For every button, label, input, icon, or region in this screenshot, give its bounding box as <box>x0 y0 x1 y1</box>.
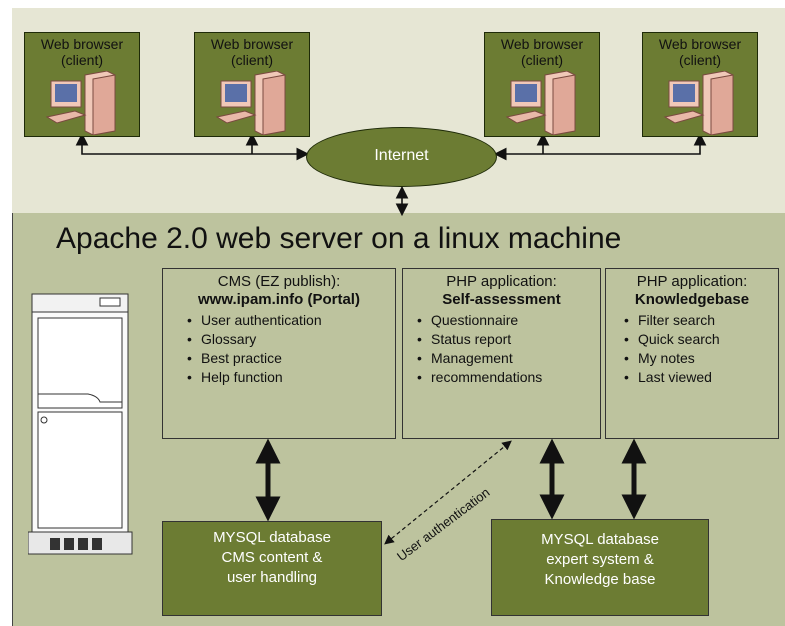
client-box-1: Web browser (client) <box>24 32 140 137</box>
server-tower-icon <box>28 293 133 555</box>
app-name: Knowledgebase <box>634 291 750 308</box>
db-line: MYSQL database <box>541 531 659 548</box>
client-label: Web browser <box>210 36 294 52</box>
internet-cloud: Internet <box>306 127 497 187</box>
app-name: Self-assessment <box>442 291 561 308</box>
client-sub: (client) <box>60 52 103 68</box>
client3-link <box>493 132 707 161</box>
cms-app-box: CMS (EZ publish): www.ipam.info (Portal)… <box>162 268 396 439</box>
feature-list: Filter search Quick search My notes Last… <box>624 311 720 387</box>
client-box-2: Web browser (client) <box>194 32 310 137</box>
list-item: Filter search <box>624 311 720 330</box>
list-item: Management <box>417 349 542 368</box>
computer-icon <box>505 71 576 135</box>
db-line: Knowledge base <box>544 571 656 588</box>
app-heading: CMS (EZ publish): <box>217 273 341 290</box>
client-sub: (client) <box>678 52 721 68</box>
feature-list: Questionnaire Status report Management r… <box>417 311 542 387</box>
client-box-4: Web browser (client) <box>642 32 758 137</box>
feature-list: User authentication Glossary Best practi… <box>187 311 322 387</box>
client-sub: (client) <box>520 52 563 68</box>
cms-database-box: MYSQL database CMS content & user handli… <box>162 521 382 616</box>
self-assessment-app-box: PHP application: Self-assessment Questio… <box>402 268 601 439</box>
db-line: MYSQL database <box>213 529 331 546</box>
list-item: Quick search <box>624 330 720 349</box>
db-line: CMS content & <box>221 549 323 566</box>
db-line: expert system & <box>546 551 654 568</box>
knowledgebase-app-box: PHP application: Knowledgebase Filter se… <box>605 268 779 439</box>
computer-icon <box>663 71 734 135</box>
client-label: Web browser <box>500 36 584 52</box>
db-line: user handling <box>226 569 318 586</box>
client1-link <box>75 132 310 161</box>
list-item: Help function <box>187 368 322 387</box>
app-heading: PHP application: <box>636 273 748 290</box>
list-item: User authentication <box>187 311 322 330</box>
client-label: Web browser <box>40 36 124 52</box>
expert-database-box: MYSQL database expert system & Knowledge… <box>491 519 709 616</box>
list-item: recommendations <box>417 368 542 387</box>
user-auth-link <box>384 440 512 545</box>
internet-label: Internet <box>374 147 429 164</box>
list-item: Last viewed <box>624 368 720 387</box>
app-name: www.ipam.info (Portal) <box>198 291 360 308</box>
app-heading: PHP application: <box>446 273 557 290</box>
client-label: Web browser <box>658 36 742 52</box>
list-item: Questionnaire <box>417 311 542 330</box>
server-title: Apache 2.0 web server on a linux machine <box>56 222 622 255</box>
list-item: Glossary <box>187 330 322 349</box>
client-sub: (client) <box>230 52 273 68</box>
list-item: Best practice <box>187 349 322 368</box>
client-box-3: Web browser (client) <box>484 32 600 137</box>
computer-icon <box>215 71 286 135</box>
list-item: My notes <box>624 349 720 368</box>
computer-icon <box>45 71 116 135</box>
list-item: Status report <box>417 330 542 349</box>
